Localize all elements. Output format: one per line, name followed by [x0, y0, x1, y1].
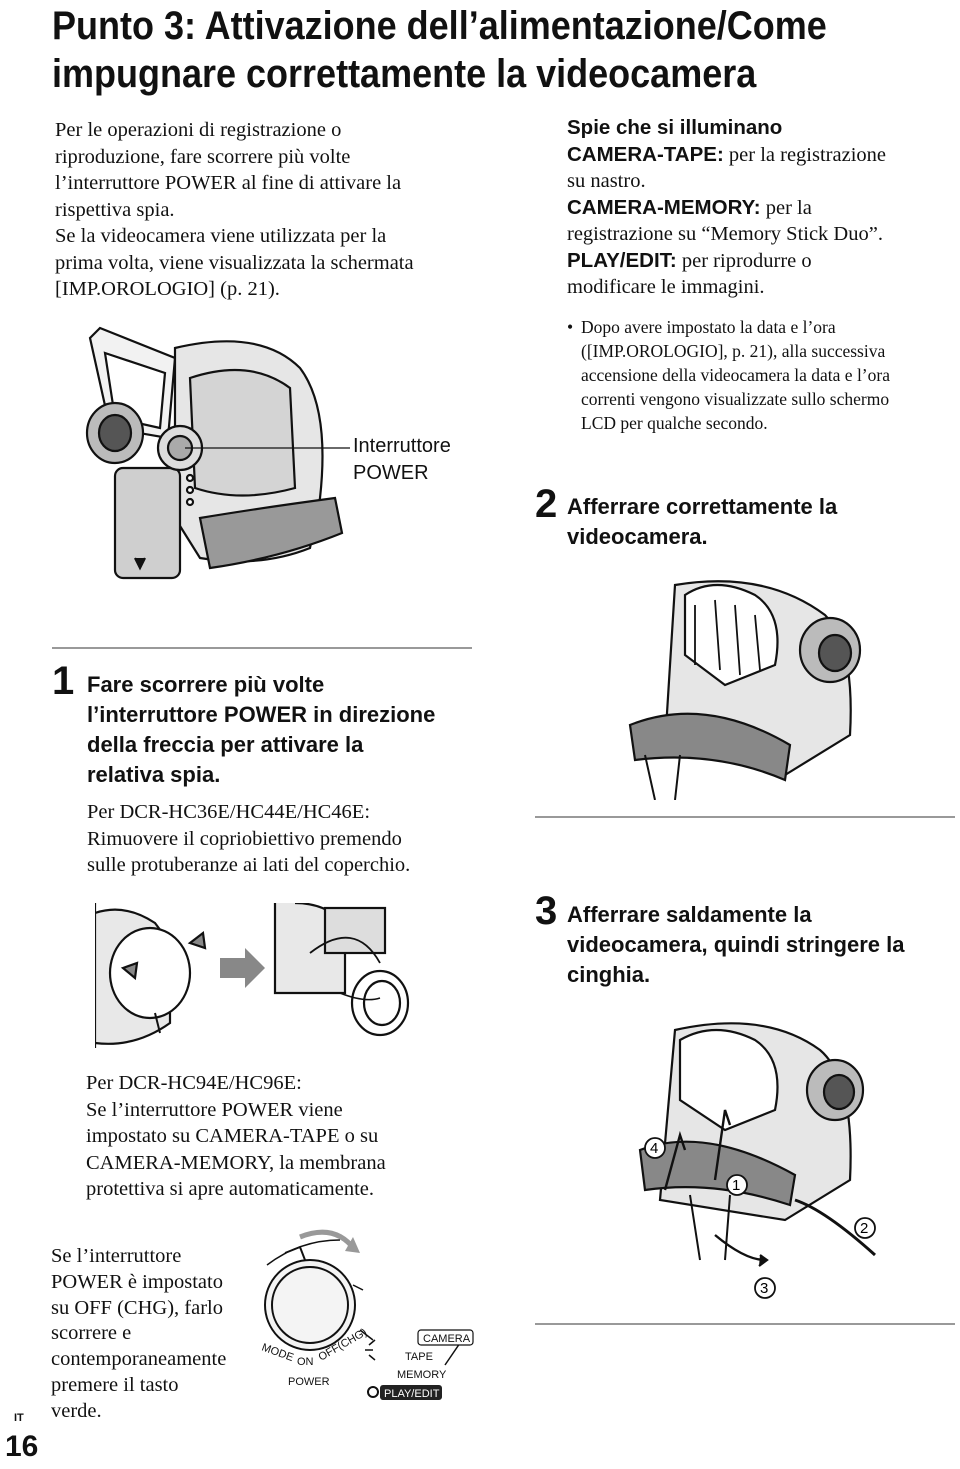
hc94-note: Per DCR-HC94E/HC96E: Se l’interruttore P… — [86, 1070, 486, 1203]
step-marker-3 — [754, 1277, 776, 1299]
lens-cap-illustration — [95, 903, 410, 1048]
step-1-heading: Fare scorrere più volte l’interruttore P… — [87, 670, 487, 790]
lamps-heading: Spie che si illuminano — [567, 116, 783, 139]
hc94-line: Per DCR-HC94E/HC96E: — [86, 1072, 302, 1094]
intro-line: Per le operazioni di registrazione o — [55, 119, 342, 141]
step-1-sub-line: Per DCR-HC36E/HC44E/HC46E: — [87, 801, 371, 823]
intro-line: prima volta, viene visualizzata la scher… — [55, 251, 414, 274]
step-1-sub: Per DCR-HC36E/HC44E/HC46E: Rimuovere il … — [87, 799, 487, 879]
intro-line: riproduzione, fare scorrere più volte — [55, 145, 351, 168]
off-note-line: verde. — [51, 1399, 102, 1422]
note-line: ([IMP.OROLOGIO], p. 21), alla successiva — [581, 341, 886, 361]
step-1-line: relativa spia. — [87, 762, 221, 787]
play-edit-label: PLAY/EDIT: — [567, 248, 677, 272]
off-note-line: premere il tasto — [51, 1373, 179, 1396]
step-2-line: Afferrare correttamente la — [567, 494, 838, 519]
marker-label: 1 — [732, 1177, 740, 1194]
page-title-line1: Punto 3: Attivazione dell’alimentazione/… — [52, 4, 827, 48]
divider — [535, 1323, 955, 1325]
note-block: • Dopo avere impostato la data e l’ora (… — [567, 315, 957, 435]
intro-line: [IMP.OROLOGIO] (p. 21). — [55, 278, 280, 300]
power-dial-illustration: MODE ON OFF(CHG) POWER CAMERA TAPE MEMOR… — [260, 1229, 474, 1400]
off-note: Se l’interruttore POWER è impostato su O… — [51, 1244, 261, 1425]
strap-illustration: 4 1 2 3 — [638, 1022, 877, 1299]
hc94-line: CAMERA-MEMORY, la membrana — [86, 1151, 386, 1174]
camera-memory-label: CAMERA-MEMORY: — [567, 195, 761, 219]
step-3-line: cinghia. — [567, 962, 651, 987]
tape-label: TAPE — [405, 1351, 433, 1363]
step-marker-1 — [726, 1174, 748, 1196]
page-title: Punto 3: Attivazione dell’alimentazione/… — [52, 2, 853, 98]
step-1-line: l’interruttore POWER in direzione — [87, 702, 436, 727]
camera-tape-text: per la registrazione — [723, 143, 886, 166]
off-note-line: contemporaneamente — [51, 1348, 227, 1371]
step-marker-2 — [854, 1217, 876, 1239]
note-line: Dopo avere impostato la data e l’ora — [581, 317, 836, 337]
power-switch-callout: Interruttore POWER — [353, 433, 451, 487]
off-note-line: su OFF (CHG), farlo — [51, 1296, 223, 1319]
step-2-line: videocamera. — [567, 524, 708, 549]
step-marker-4 — [644, 1137, 666, 1159]
off-note-line: scorrere e — [51, 1322, 132, 1345]
step-1-sub-line: sulle protuberanze ai lati del coperchio… — [87, 854, 411, 876]
note-line: LCD per qualche secondo. — [581, 413, 768, 433]
grip-illustration — [628, 580, 862, 800]
step-3-heading: Afferrare saldamente la videocamera, qui… — [567, 900, 957, 990]
step-1-sub-line: Rimuovere il copriobiettivo premendo — [87, 827, 402, 850]
intro-paragraph: Per le operazioni di registrazione o rip… — [55, 117, 495, 303]
intro-line: l’interruttore POWER al fine di attivare… — [55, 172, 402, 194]
marker-label: 4 — [650, 1140, 658, 1157]
camera-tape-text: su nastro. — [567, 170, 646, 192]
play-edit-dial-label: PLAY/EDIT — [384, 1388, 440, 1400]
step-1-line: della freccia per attivare la — [87, 732, 364, 757]
step-3-line: Afferrare saldamente la — [567, 902, 812, 927]
bullet: • — [567, 317, 574, 337]
divider — [52, 647, 472, 649]
off-note-line: POWER è impostato — [51, 1270, 223, 1293]
step-2-heading: Afferrare correttamente la videocamera. — [567, 492, 957, 552]
memory-label: MEMORY — [397, 1369, 447, 1381]
marker-label: 3 — [760, 1280, 768, 1297]
camera-label: CAMERA — [423, 1333, 471, 1345]
note-line: accensione della videocamera la data e l… — [581, 365, 890, 385]
page-title-line2: impugnare correttamente la videocamera — [52, 52, 757, 96]
step-2-number: 2 — [535, 482, 558, 526]
divider — [535, 816, 955, 818]
on-label: ON — [297, 1356, 314, 1368]
language-tag: IT — [14, 1412, 24, 1424]
step-3-number: 3 — [535, 889, 558, 933]
step-3-line: videocamera, quindi stringere la — [567, 932, 905, 957]
power-label: POWER — [288, 1376, 330, 1388]
note-line: correnti vengono visualizzate sullo sche… — [581, 389, 890, 409]
callout-line: POWER — [353, 462, 429, 484]
page-number: 16 — [5, 1430, 39, 1463]
hc94-line: impostato su CAMERA-TAPE o su — [86, 1125, 379, 1147]
camera-memory-text: registrazione su “Memory Stick Duo”. — [567, 223, 883, 245]
camera-tape-label: CAMERA-TAPE: — [567, 142, 724, 166]
hc94-line: protettiva si apre automaticamente. — [86, 1178, 375, 1200]
lamps-section: Spie che si illuminano CAMERA-TAPE: per … — [567, 115, 957, 301]
play-edit-text: modificare le immagini. — [567, 276, 765, 298]
marker-label: 2 — [860, 1220, 868, 1237]
step-1-number: 1 — [52, 659, 75, 703]
off-note-line: Se l’interruttore — [51, 1245, 182, 1267]
step-1-line: Fare scorrere più volte — [87, 672, 325, 697]
intro-line: rispettiva spia. — [55, 198, 175, 221]
camcorder-illustration — [85, 326, 350, 580]
camera-memory-text: per la — [760, 196, 812, 219]
hc94-line: Se l’interruttore POWER viene — [86, 1098, 343, 1121]
intro-line: Se la videocamera viene utilizzata per l… — [55, 225, 387, 247]
callout-line: Interruttore — [353, 435, 451, 457]
play-edit-text: per riprodurre o — [676, 249, 812, 272]
